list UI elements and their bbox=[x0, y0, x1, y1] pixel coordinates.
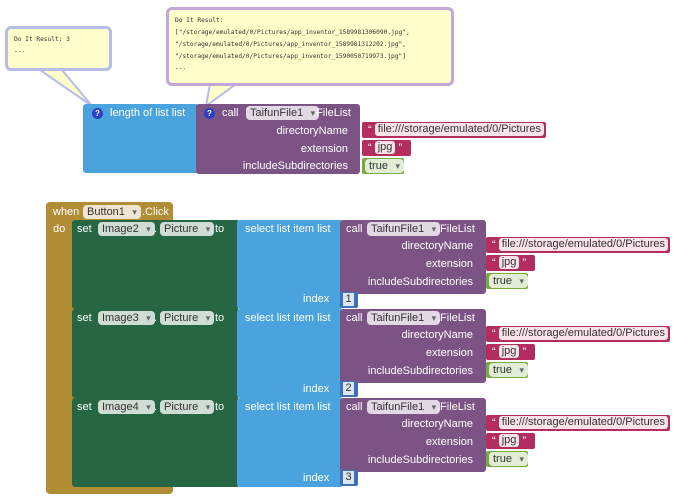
extension-text-block[interactable]: “ jpg ” bbox=[486, 433, 535, 449]
file-component-dropdown[interactable]: TaifunFile1 bbox=[367, 311, 441, 325]
index-number-block[interactable]: 1 bbox=[340, 292, 358, 308]
taifunfile-filelist-block[interactable]: call TaifunFile1 .FileList directoryName… bbox=[340, 398, 486, 472]
select-list-item-block[interactable]: select list item list index bbox=[237, 309, 343, 398]
extension-label: extension bbox=[425, 258, 473, 270]
click-event-label: .Click bbox=[142, 206, 169, 218]
when-label: when bbox=[53, 206, 80, 218]
index-number-value[interactable]: 2 bbox=[343, 382, 354, 395]
true-logic-block[interactable]: true bbox=[486, 451, 528, 467]
select-list-item-block[interactable]: select list item list index bbox=[237, 398, 343, 487]
file-component-dropdown[interactable]: TaifunFile1 bbox=[367, 222, 441, 236]
component-dropdown[interactable]: TaifunFile1 bbox=[246, 106, 320, 120]
directory-text-block[interactable]: “ file:///storage/emulated/0/Pictures ” bbox=[486, 415, 675, 431]
directory-text-block[interactable]: “ file:///storage/emulated/0/Pictures ” bbox=[486, 237, 675, 253]
call-label: call bbox=[346, 401, 363, 413]
set-label: set bbox=[77, 401, 92, 413]
set-image-picture-block[interactable]: set Image4 . Picture to bbox=[72, 398, 240, 487]
select-list-item-block[interactable]: select list item list index bbox=[237, 220, 343, 309]
taifunfile-filelist-block[interactable]: ? call TaifunFile1 .FileList directoryNa… bbox=[196, 104, 360, 174]
extension-text-block[interactable]: “ jpg ” bbox=[486, 255, 535, 271]
set-image-picture-block[interactable]: set Image2 . Picture to bbox=[72, 220, 240, 309]
index-label: index bbox=[303, 293, 330, 305]
include-subdirectories-label: includeSubdirectories bbox=[367, 365, 473, 377]
call-label: call bbox=[346, 312, 363, 324]
set-label: set bbox=[77, 312, 92, 324]
dot-label: . bbox=[154, 223, 158, 235]
select-list-item-label: select list item list bbox=[245, 223, 331, 235]
directory-name-label: directoryName bbox=[401, 240, 473, 252]
to-label: to bbox=[215, 223, 225, 235]
taifunfile-filelist-block[interactable]: call TaifunFile1 .FileList directoryName… bbox=[340, 309, 486, 383]
method-label: .FileList bbox=[313, 107, 351, 119]
picture-property-dropdown[interactable]: Picture bbox=[160, 311, 215, 325]
length-of-list-block[interactable]: ? length of list list bbox=[83, 104, 199, 173]
true-dropdown[interactable]: true bbox=[489, 274, 528, 288]
true-dropdown[interactable]: true bbox=[489, 363, 528, 377]
do-label: do bbox=[53, 223, 66, 235]
true-dropdown[interactable]: true bbox=[489, 452, 528, 466]
include-subdirectories-label: includeSubdirectories bbox=[367, 276, 473, 288]
index-number-block[interactable]: 3 bbox=[340, 470, 358, 486]
true-dropdown[interactable]: true bbox=[365, 159, 404, 173]
do-it-result-comment-right[interactable]: Do It Result: ["/storage/emulated/0/Pict… bbox=[166, 7, 454, 86]
picture-property-dropdown[interactable]: Picture bbox=[160, 400, 215, 414]
set-image-picture-block[interactable]: set Image3 . Picture to bbox=[72, 309, 240, 398]
index-number-block[interactable]: 2 bbox=[340, 381, 358, 397]
directory-text-block[interactable]: “ file:///storage/emulated/0/Pictures ” bbox=[486, 326, 675, 342]
method-label: .FileList bbox=[437, 223, 475, 235]
image-component-dropdown[interactable]: Image2 bbox=[98, 222, 155, 236]
directory-name-label: directoryName bbox=[401, 418, 473, 430]
true-logic-block[interactable]: true bbox=[362, 158, 404, 174]
call-label: call bbox=[222, 107, 239, 119]
directory-text-block[interactable]: “ file:///storage/emulated/0/Pictures ” bbox=[362, 122, 551, 138]
image-component-dropdown[interactable]: Image4 bbox=[98, 400, 155, 414]
directory-name-label: directoryName bbox=[401, 329, 473, 341]
call-label: call bbox=[346, 223, 363, 235]
extension-label: extension bbox=[425, 436, 473, 448]
to-label: to bbox=[215, 401, 225, 413]
select-list-item-label: select list item list bbox=[245, 401, 331, 413]
index-number-value[interactable]: 1 bbox=[343, 293, 354, 306]
include-subdirectories-label: includeSubdirectories bbox=[367, 454, 473, 466]
extension-text-block[interactable]: “ jpg ” bbox=[486, 344, 535, 360]
index-number-value[interactable]: 3 bbox=[343, 471, 354, 484]
file-component-dropdown[interactable]: TaifunFile1 bbox=[367, 400, 441, 414]
include-subdirectories-label: includeSubdirectories bbox=[242, 160, 348, 172]
extension-label: extension bbox=[300, 143, 348, 155]
index-label: index bbox=[303, 383, 330, 395]
extension-text-block[interactable]: “ jpg ” bbox=[362, 140, 411, 156]
set-label: set bbox=[77, 223, 92, 235]
extension-label: extension bbox=[425, 347, 473, 359]
button-component-dropdown[interactable]: Button1 bbox=[83, 205, 141, 219]
true-logic-block[interactable]: true bbox=[486, 273, 528, 289]
dot-label: . bbox=[154, 312, 158, 324]
taifunfile-filelist-block[interactable]: call TaifunFile1 .FileList directoryName… bbox=[340, 220, 486, 294]
question-icon[interactable]: ? bbox=[92, 108, 103, 119]
image-component-dropdown[interactable]: Image3 bbox=[98, 311, 155, 325]
method-label: .FileList bbox=[437, 401, 475, 413]
length-of-list-label: length of list list bbox=[110, 107, 186, 119]
picture-property-dropdown[interactable]: Picture bbox=[160, 222, 215, 236]
method-label: .FileList bbox=[437, 312, 475, 324]
true-logic-block[interactable]: true bbox=[486, 362, 528, 378]
directory-name-label: directoryName bbox=[276, 125, 348, 137]
select-list-item-label: select list item list bbox=[245, 312, 331, 324]
to-label: to bbox=[215, 312, 225, 324]
do-it-result-comment-left[interactable]: Do It Result: 3 --- bbox=[5, 26, 112, 71]
question-icon[interactable]: ? bbox=[204, 108, 215, 119]
dot-label: . bbox=[154, 401, 158, 413]
index-label: index bbox=[303, 472, 330, 484]
